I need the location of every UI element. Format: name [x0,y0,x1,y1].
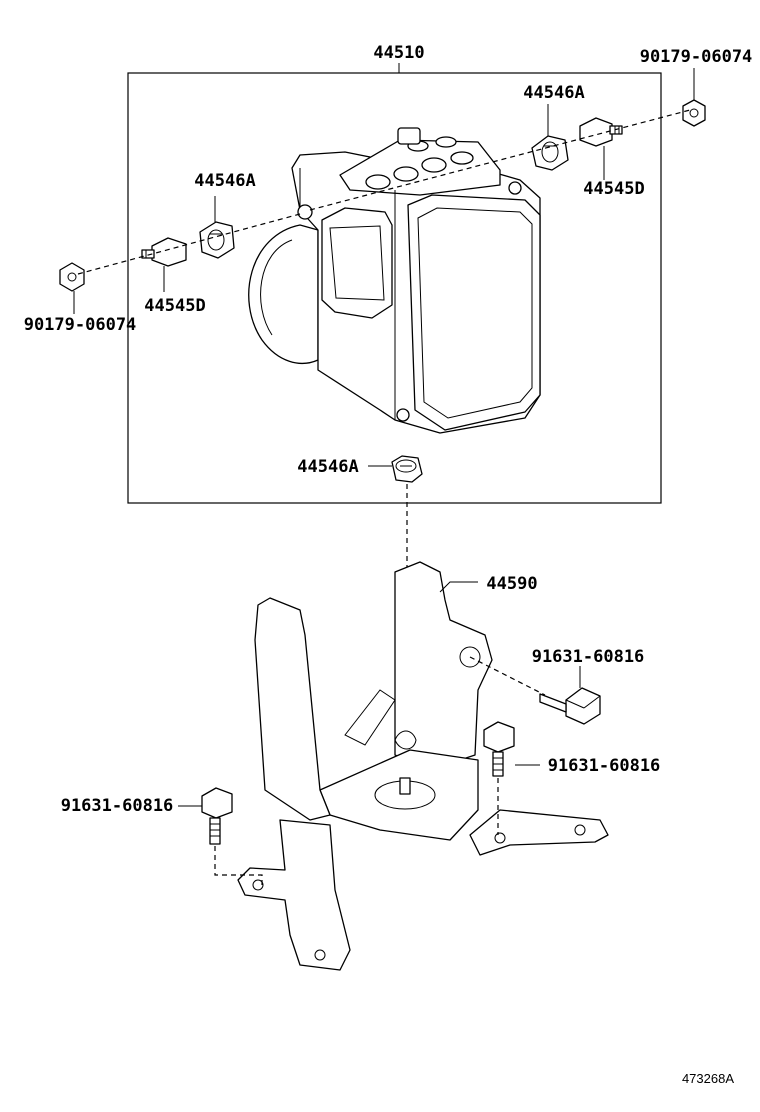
label-bolt-left: 91631-60816 [61,796,174,816]
leader-44590 [439,581,478,593]
stud-right-part [579,117,623,147]
label-cushion-upper-right: 44546A [523,83,584,103]
cushion-left-part [199,221,235,259]
stud-left-part [141,237,187,267]
dash-bolt-left [214,846,263,885]
bolt-left-part [201,787,233,845]
dash-right-axis [309,109,691,211]
label-bolt-right: 91631-60816 [532,647,645,667]
bolt-center-part [483,721,515,777]
cushion-bottom-part [391,455,423,483]
nut-left-part [59,262,85,292]
label-cushion-left: 44546A [194,171,255,191]
label-bolt-center: 91631-60816 [548,756,661,776]
actuator-assembly-box [127,72,662,504]
label-cushion-bottom: 44546A [297,457,358,477]
nut-right-part [682,99,706,127]
cushion-upper-right-part [531,135,569,171]
label-bracket: 44590 [486,574,537,594]
label-stud-left: 44545D [144,296,205,316]
bolt-right-part [539,687,601,725]
label-nut-left: 90179-06074 [24,315,137,335]
abs-actuator-body [248,127,541,434]
label-actuator-assy: 44510 [373,43,424,63]
dash-left-axis [77,213,301,275]
bracket-part [237,561,609,971]
label-stud-right: 44545D [583,179,644,199]
diagram-reference-code: 473268A [682,1071,734,1086]
label-nut-right: 90179-06074 [640,47,753,67]
